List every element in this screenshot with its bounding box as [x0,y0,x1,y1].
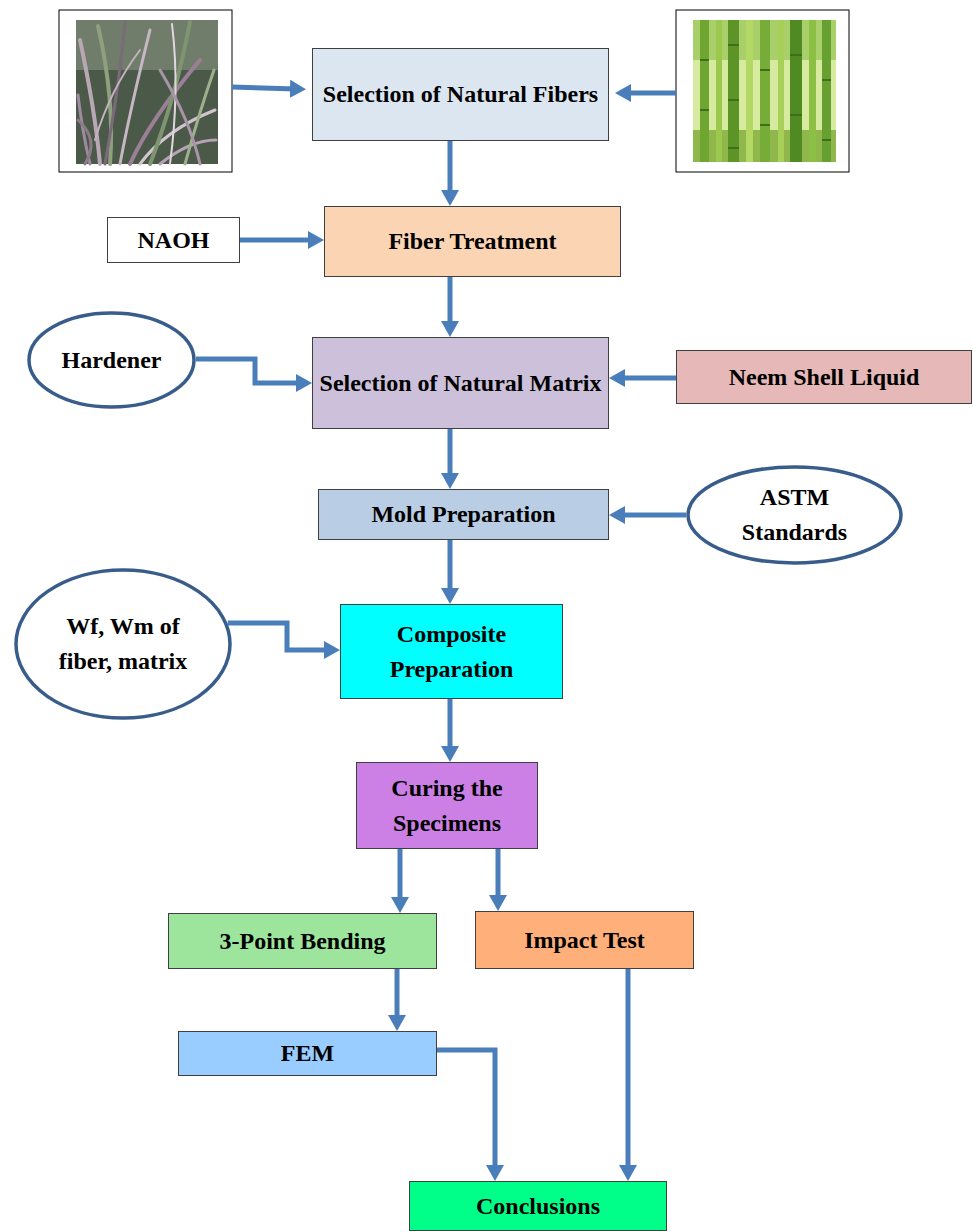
process-box: Fiber Treatment [324,206,621,277]
flow-arrow [228,623,330,650]
test-box: Impact Test [475,911,694,969]
flow-arrow [626,969,631,1171]
test-box: 3-Point Bending [168,913,437,969]
flow-arrow [448,699,453,752]
node-label: Selection of Natural Fibers [319,77,602,112]
result-box: Conclusions [409,1181,667,1231]
flow-arrow [448,429,453,479]
node-label: Wf, Wm of fiber, matrix [42,609,203,679]
input-ellipse: ASTM Standards [686,465,903,565]
flow-arrow [448,540,453,594]
process-box: Selection of Natural Matrix [312,337,609,429]
input-box: NAOH [107,217,240,263]
bamboo-photo [676,10,849,172]
flow-arrow [448,141,453,196]
photo-arrow [232,87,296,89]
flow-arrow [619,513,686,518]
input-ellipse: Hardener [27,311,196,409]
flow-arrow [240,238,314,243]
node-label: Composite Preparation [347,617,556,687]
ellipse-outline [14,568,232,720]
process-box: Selection of Natural Fibers [312,48,609,141]
node-label: Hardener [49,343,174,378]
node-label: NAOH [114,223,233,258]
process-box: Composite Preparation [340,604,563,699]
node-label: Curing the Specimens [363,771,531,841]
node-label: Impact Test [482,923,687,958]
flow-arrow [196,359,302,383]
node-label: Conclusions [416,1189,660,1224]
node-label: FEM [185,1036,430,1071]
input-box: Neem Shell Liquid [676,350,972,404]
input-ellipse: Wf, Wm of fiber, matrix [14,568,232,720]
flow-arrow [395,969,400,1021]
node-label: Neem Shell Liquid [683,360,965,395]
process-box: Mold Preparation [318,489,609,540]
node-label: Selection of Natural Matrix [319,366,602,401]
node-label: Mold Preparation [325,497,602,532]
node-label: 3-Point Bending [175,924,430,959]
flow-arrow [437,1050,495,1171]
photo-arrow [625,91,676,96]
ellipse-outline [686,465,903,565]
process-box: FEM [178,1031,437,1076]
flow-arrow [496,849,501,901]
plant-photo [59,10,232,172]
node-label: ASTM Standards [714,480,875,550]
flow-arrow [398,849,403,903]
process-box: Curing the Specimens [356,762,538,849]
flow-arrow [619,376,676,381]
node-label: Fiber Treatment [331,224,614,259]
flow-arrow [448,277,453,327]
